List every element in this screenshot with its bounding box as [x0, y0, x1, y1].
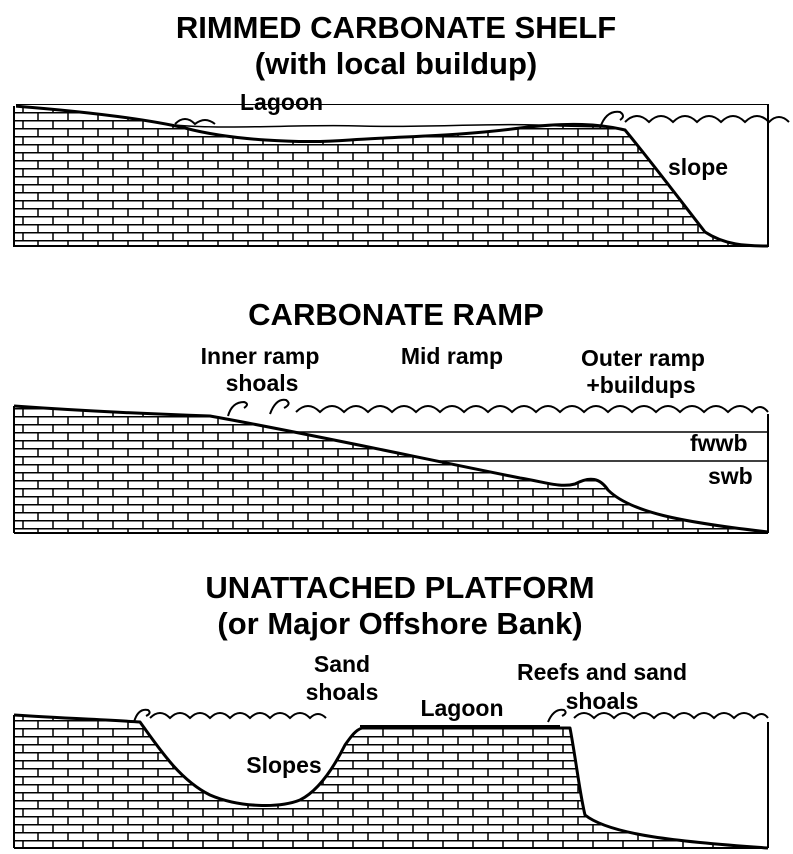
- label-slope: slope: [668, 154, 728, 180]
- panel1-title-line2: (with local buildup): [255, 46, 537, 81]
- label-reefs-and-sand: Reefs and sand: [517, 659, 687, 685]
- label-lagoon: Lagoon: [240, 89, 323, 115]
- panel3-title-line2: (or Major Offshore Bank): [217, 606, 582, 641]
- sea-water: [14, 403, 768, 532]
- seabed-profile: [13, 104, 769, 248]
- wave-symbol: [227, 398, 769, 417]
- wave-symbol: [174, 110, 790, 129]
- label-outer-ramp: Outer ramp: [581, 345, 705, 371]
- panel3-title-line1: UNATTACHED PLATFORM: [205, 570, 594, 605]
- label-swb: swb: [708, 463, 753, 489]
- panel-carbonate-ramp: CARBONATE RAMP Inner ramp shoals Mid ram…: [13, 297, 769, 534]
- label-reefs-shoals: shoals: [566, 688, 639, 714]
- label-outer-ramp-buildups: +buildups: [586, 372, 695, 398]
- label-fwwb: fwwb: [690, 430, 748, 456]
- label-sand: Sand: [314, 651, 370, 677]
- panel2-title: CARBONATE RAMP: [248, 297, 544, 332]
- wave-symbol: [133, 708, 769, 727]
- panel-rimmed-shelf: RIMMED CARBONATE SHELF (with local build…: [12, 10, 790, 248]
- lagoon-water-surface: [174, 123, 606, 128]
- label-lagoon: Lagoon: [420, 695, 503, 721]
- label-inner-ramp-shoals: shoals: [226, 370, 299, 396]
- label-sand-shoals: shoals: [306, 679, 379, 705]
- seabed-profile: [13, 713, 769, 850]
- panel1-title-line1: RIMMED CARBONATE SHELF: [176, 10, 616, 45]
- seabed-profile: [13, 404, 769, 534]
- label-inner-ramp: Inner ramp: [201, 343, 320, 369]
- sea-water: [14, 712, 768, 848]
- label-mid-ramp: Mid ramp: [401, 343, 503, 369]
- label-slopes: Slopes: [246, 752, 321, 778]
- panel-unattached-platform: UNATTACHED PLATFORM (or Major Offshore B…: [13, 570, 769, 850]
